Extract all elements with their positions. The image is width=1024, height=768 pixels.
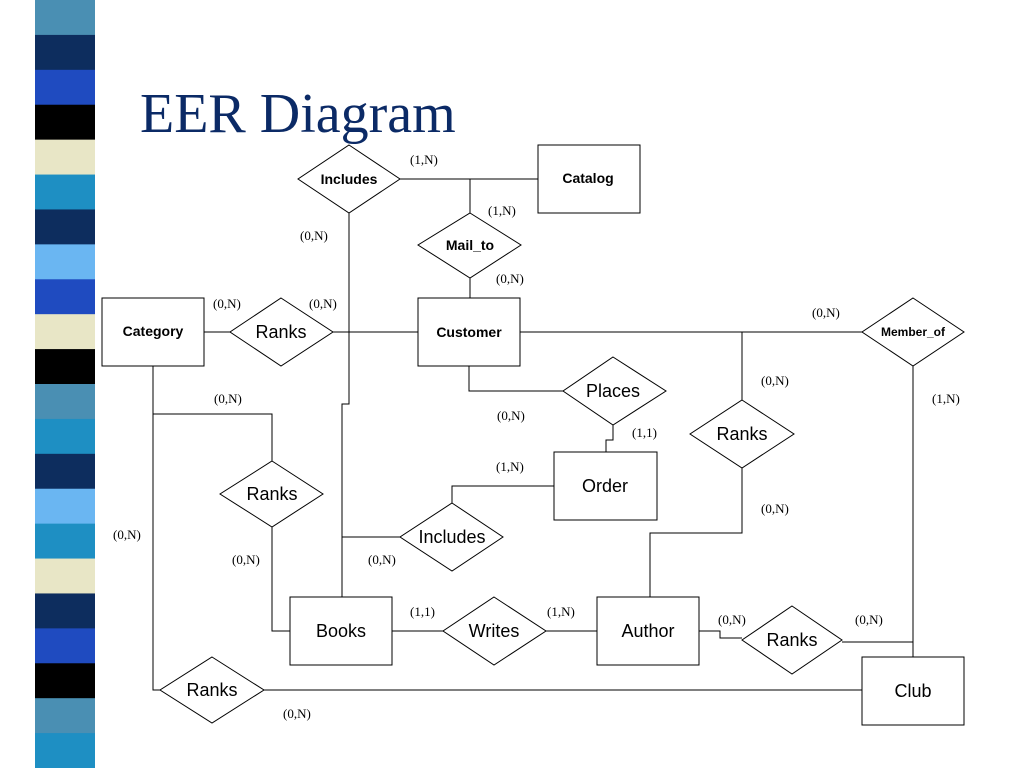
strip-block	[35, 104, 95, 141]
strip-block	[35, 384, 95, 420]
entity-catalog: Catalog	[537, 144, 641, 214]
relationship-places: Places	[562, 356, 667, 426]
entity-books: Books	[289, 596, 393, 666]
entity-label: Club	[894, 681, 931, 701]
cardinality-label: (1,N)	[932, 391, 960, 406]
strip-block	[35, 453, 95, 490]
relationship-includes-top: Includes	[297, 144, 401, 214]
strip-block	[35, 209, 95, 245]
entity-label: Customer	[436, 324, 502, 340]
relationship-label: Ranks	[766, 630, 817, 650]
slide-title: EER Diagram	[140, 83, 456, 145]
relationship-label: Ranks	[716, 424, 767, 444]
cardinality-label: (0,N)	[214, 391, 242, 406]
strip-block	[35, 279, 95, 315]
relationship-ranks-category: Ranks	[229, 297, 334, 367]
cardinality-label: (0,N)	[283, 706, 311, 721]
strip-block	[35, 488, 95, 525]
cardinality-label: (1,1)	[632, 425, 657, 440]
cardinality-label: (0,N)	[496, 271, 524, 286]
cardinality-label: (0,N)	[113, 527, 141, 542]
strip-block	[35, 0, 95, 36]
entity-author: Author	[596, 596, 700, 666]
entity-customer: Customer	[417, 297, 521, 367]
cardinality-label: (0,N)	[213, 296, 241, 311]
cardinality-label: (1,N)	[547, 604, 575, 619]
strip-block	[35, 314, 95, 350]
entity-order: Order	[553, 451, 658, 521]
cardinality-label: (0,N)	[855, 612, 883, 627]
entity-label: Category	[123, 323, 184, 339]
relationship-label: Writes	[469, 621, 520, 641]
relationship-label: Member_of	[881, 325, 946, 339]
relationship-writes: Writes	[442, 596, 547, 666]
entity-label: Author	[621, 621, 674, 641]
relationship-label: Includes	[321, 171, 378, 187]
relationship-ranks-books: Ranks	[219, 460, 324, 528]
entity-club: Club	[861, 656, 965, 726]
relationship-label: Places	[586, 381, 640, 401]
strip-block	[35, 139, 95, 176]
cardinality-label: (0,N)	[309, 296, 337, 311]
cardinality-labels: (1,N) (1,N) (0,N) (0,N) (0,N) (0,N) (0,N…	[113, 152, 960, 721]
cardinality-label: (1,1)	[410, 604, 435, 619]
relationship-mail-to: Mail_to	[417, 212, 522, 279]
relationship-includes-order: Includes	[399, 502, 504, 572]
strip-block	[35, 558, 95, 594]
strip-block	[35, 663, 95, 699]
entity-category: Category	[101, 297, 205, 367]
decorative-strip	[35, 0, 95, 768]
strip-block	[35, 593, 95, 629]
cardinality-label: (0,N)	[761, 373, 789, 388]
strip-block	[35, 418, 95, 455]
cardinality-label: (0,N)	[718, 612, 746, 627]
relationship-member-of: Member_of	[861, 297, 965, 367]
cardinality-label: (0,N)	[812, 305, 840, 320]
relationship-ranks-bottom: Ranks	[159, 656, 265, 724]
connector-lines	[152, 178, 914, 691]
relationship-ranks-club: Ranks	[741, 605, 843, 675]
relationship-label: Ranks	[255, 322, 306, 342]
cardinality-label: (1,N)	[496, 459, 524, 474]
entity-label: Catalog	[562, 170, 613, 186]
cardinality-label: (0,N)	[761, 501, 789, 516]
strip-block	[35, 733, 95, 768]
relationship-label: Ranks	[186, 680, 237, 700]
strip-block	[35, 34, 95, 71]
relationship-label: Mail_to	[446, 237, 494, 253]
cardinality-label: (0,N)	[300, 228, 328, 243]
cardinality-label: (0,N)	[232, 552, 260, 567]
cardinality-label: (1,N)	[410, 152, 438, 167]
relationship-label: Includes	[418, 527, 485, 547]
strip-block	[35, 244, 95, 280]
cardinality-label: (0,N)	[497, 408, 525, 423]
strip-block	[35, 628, 95, 664]
strip-block	[35, 349, 95, 385]
relationship-label: Ranks	[246, 484, 297, 504]
strip-block	[35, 69, 95, 106]
strip-block	[35, 174, 95, 210]
relationship-ranks-customer: Ranks	[689, 399, 795, 469]
strip-block	[35, 523, 95, 560]
strip-block	[35, 698, 95, 734]
cardinality-label: (1,N)	[488, 203, 516, 218]
entity-label: Books	[316, 621, 366, 641]
cardinality-label: (0,N)	[368, 552, 396, 567]
entity-label: Order	[582, 476, 628, 496]
